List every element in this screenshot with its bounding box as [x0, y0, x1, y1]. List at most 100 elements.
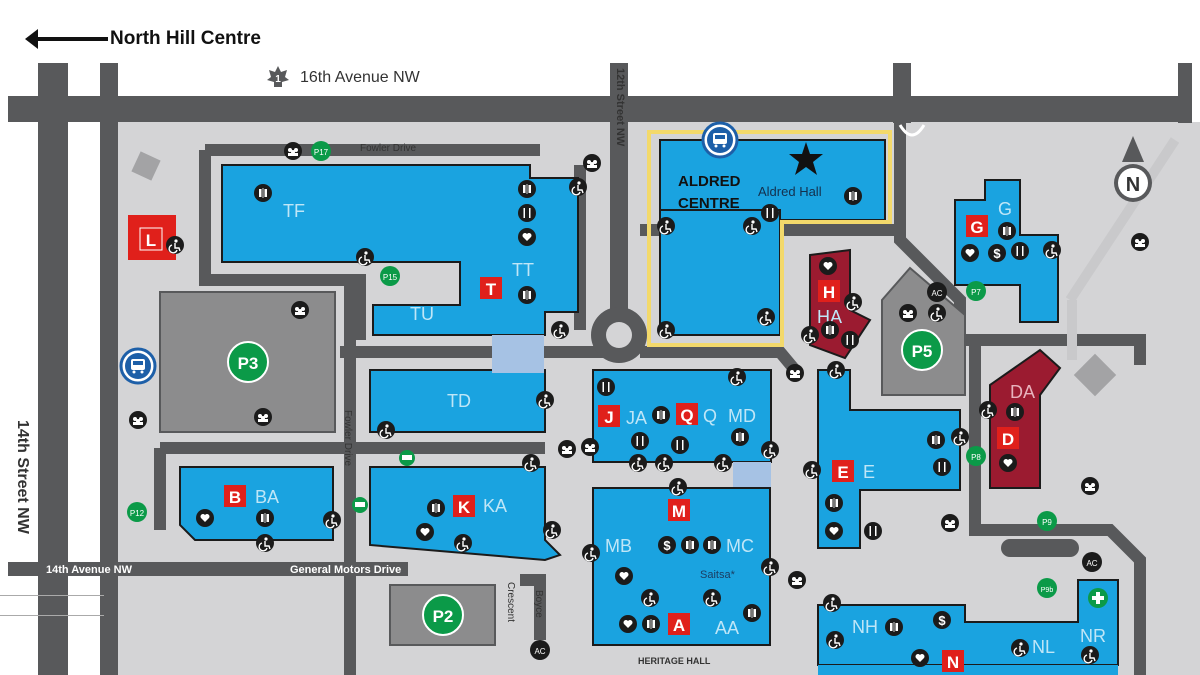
accessible-icon [826, 360, 846, 380]
parking-P8[interactable]: P8 [966, 446, 986, 466]
food-icon [864, 522, 882, 540]
highway-1-label: 1 [275, 74, 281, 85]
parking-P3[interactable]: P3 [227, 341, 269, 383]
aldred-hall-label: Aldred Hall [758, 184, 822, 199]
parking-P12[interactable]: P12 [127, 502, 147, 522]
svg-text:M: M [672, 502, 686, 521]
accessible-icon [640, 588, 660, 608]
parking-P5[interactable]: P5 [901, 329, 943, 371]
meeting-room-icon [1081, 477, 1099, 495]
svg-text:K: K [458, 498, 471, 517]
accessible-icon [756, 307, 776, 327]
svg-text:Q: Q [680, 406, 693, 425]
marker-J[interactable]: J [598, 405, 620, 427]
bldg-NR: NR [1080, 626, 1106, 646]
ac-badges: AC AC AC [530, 282, 1102, 660]
accessible-icon [656, 216, 676, 236]
parking-P17[interactable]: P17 [311, 141, 331, 161]
meeting-room-icon [558, 440, 576, 458]
parking-markers[interactable]: P3 P2 P5 P17 P15 P12 P7 P8 P9 P9b [127, 141, 1057, 636]
marker-L[interactable]: L [128, 215, 176, 260]
accessible-icon [702, 588, 722, 608]
accessible-icon [453, 533, 473, 553]
first-aid-icon [1088, 588, 1108, 608]
accessible-icon [255, 533, 275, 553]
heart-icon [825, 522, 843, 540]
svg-text:AC: AC [1086, 559, 1097, 568]
street-14th-avenue: 14th Avenue NW [46, 564, 133, 576]
highway-1-badge: 1 [267, 66, 289, 87]
parking-P9[interactable]: P9 [1037, 511, 1057, 531]
bldg-KA: KA [483, 496, 507, 516]
street-boyce: Boyce [533, 590, 544, 618]
food-icon [761, 204, 779, 222]
restroom-icon [820, 320, 840, 340]
marker-T[interactable]: T [480, 277, 502, 299]
accessible-icon [742, 216, 762, 236]
bldg-BA: BA [255, 487, 279, 507]
restroom-icon [824, 493, 844, 513]
restroom-icon [843, 186, 863, 206]
parking-P2[interactable]: P2 [422, 594, 464, 636]
marker-Q[interactable]: Q [676, 403, 698, 425]
svg-text:P7: P7 [971, 288, 981, 297]
svg-text:T: T [486, 280, 497, 299]
svg-text:P3: P3 [238, 354, 259, 373]
restroom-icon [517, 179, 537, 199]
accessible-icon [800, 325, 820, 345]
marker-N[interactable]: N [942, 650, 964, 672]
marker-M[interactable]: M [668, 499, 690, 521]
accessible-icon [550, 320, 570, 340]
accessible-icon [760, 440, 780, 460]
bus-stop-icon[interactable] [119, 347, 157, 385]
accessible-icon [376, 420, 396, 440]
marker-A[interactable]: A [668, 613, 690, 635]
aldred-centre-label-2: CENTRE [678, 195, 740, 212]
heart-icon [416, 523, 434, 541]
accessible-icon [713, 453, 733, 473]
restroom-icon [517, 285, 537, 305]
ev-charging-icon-2 [352, 497, 368, 513]
bldg-MC: MC [726, 536, 754, 556]
north-hill-centre-link[interactable]: North Hill Centre [22, 26, 261, 52]
ac-badge: AC [927, 282, 947, 302]
meeting-room-icon [254, 408, 272, 426]
building-markers[interactable]: T L B K J Q M A E G H D N [128, 215, 1019, 672]
heart-icon [911, 649, 929, 667]
svg-text:G: G [970, 218, 983, 237]
parking-P7[interactable]: P7 [966, 281, 986, 301]
bldg-TF: TF [283, 201, 305, 221]
svg-text:J: J [604, 408, 613, 427]
ac-badge: AC [1082, 552, 1102, 572]
marker-D[interactable]: D [997, 427, 1019, 449]
heart-icon [615, 567, 633, 585]
food-icon [1011, 242, 1029, 260]
dollar-icon [658, 536, 676, 554]
bus-stop-icon[interactable] [701, 121, 739, 159]
svg-text:N: N [1126, 174, 1140, 196]
meeting-room-icon [786, 364, 804, 382]
marker-K[interactable]: K [453, 495, 475, 517]
marker-E[interactable]: E [832, 460, 854, 482]
heart-icon [518, 228, 536, 246]
buildings [179, 130, 1119, 675]
svg-text:P12: P12 [130, 509, 145, 518]
parking-P15[interactable]: P15 [380, 266, 400, 286]
bldg-DA: DA [1010, 382, 1035, 402]
marker-G[interactable]: G [966, 215, 988, 237]
aldred-centre-highlight[interactable]: ALDRED CENTRE Aldred Hall [678, 142, 823, 212]
heart-icon [619, 615, 637, 633]
svg-text:P15: P15 [383, 273, 398, 282]
svg-text:P2: P2 [433, 607, 454, 626]
accessible-icon [542, 520, 562, 540]
svg-text:E: E [837, 463, 848, 482]
parking-P9b[interactable]: P9b [1037, 578, 1057, 598]
svg-text:P17: P17 [314, 148, 329, 157]
accessible-icon [802, 460, 822, 480]
north-compass-icon: N [1114, 136, 1152, 202]
marker-B[interactable]: B [224, 485, 246, 507]
marker-H[interactable]: H [818, 280, 840, 302]
restroom-icon [253, 183, 273, 203]
restroom-icon [255, 508, 275, 528]
